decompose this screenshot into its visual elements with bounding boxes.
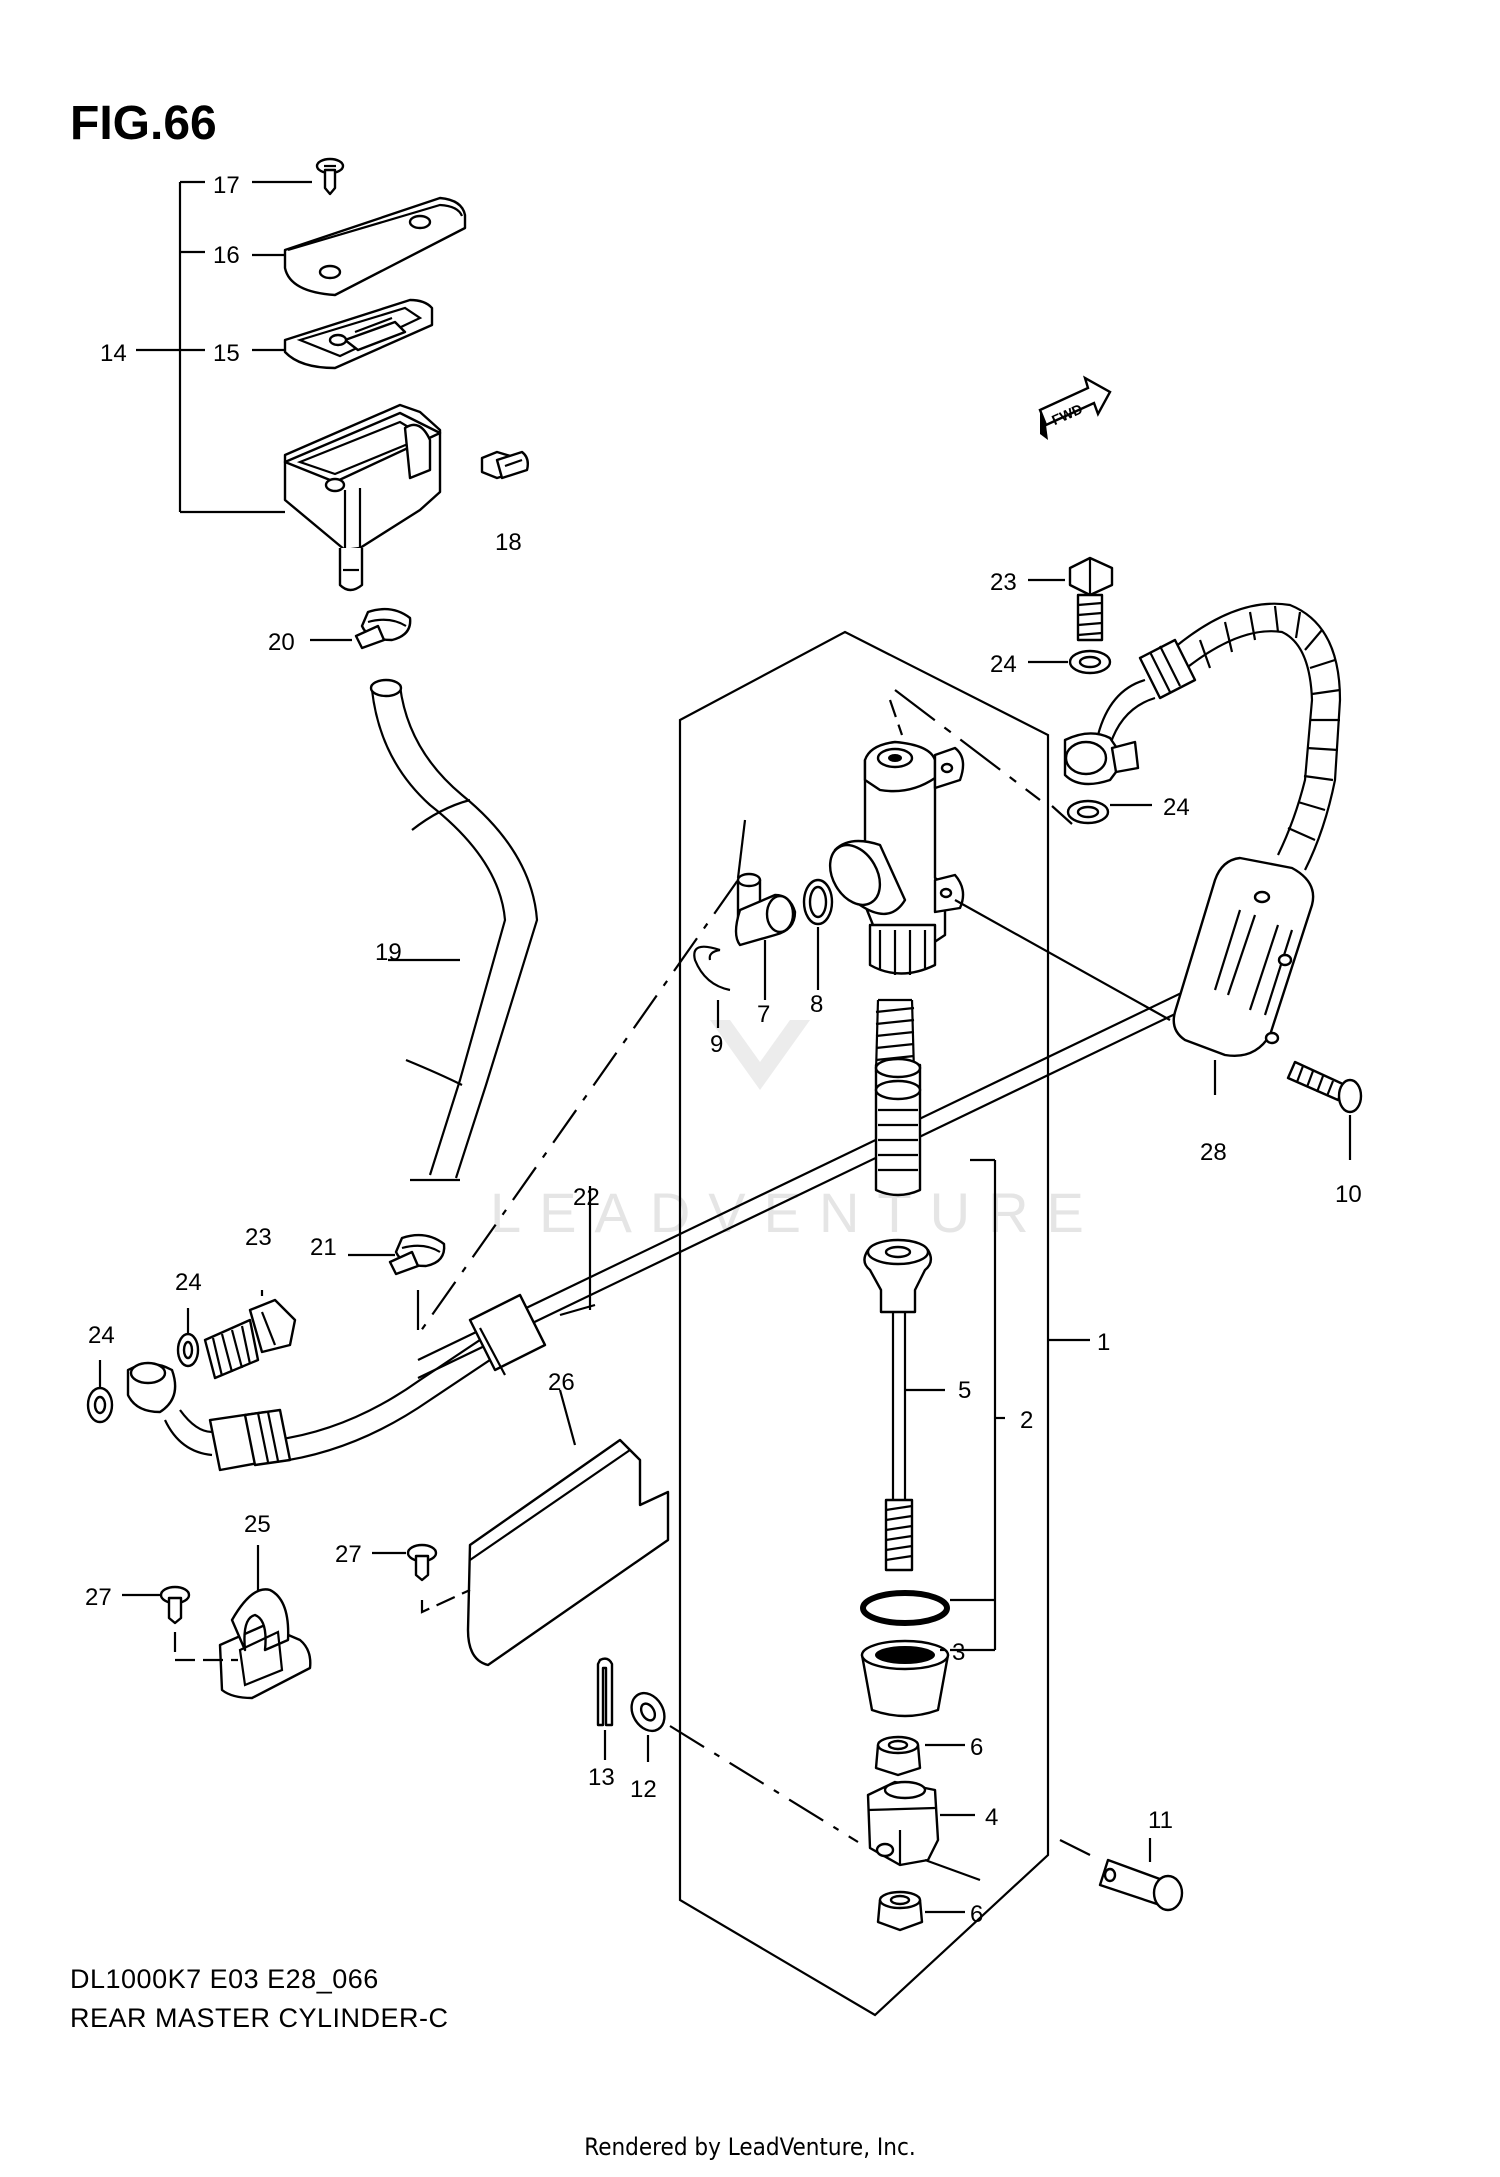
washer-24-right-top (1028, 649, 1112, 675)
callout-20: 20 (268, 629, 295, 656)
render-credit: Rendered by LeadVenture, Inc. (584, 2133, 916, 2161)
callout-21: 21 (310, 1234, 337, 1261)
hose-connector-7 (734, 819, 797, 1000)
callout-12: 12 (630, 1776, 657, 1803)
callout-19: 19 (375, 939, 402, 966)
spring (874, 998, 916, 1074)
callout-13: 13 (588, 1764, 615, 1791)
assembly-leaders (905, 1158, 1090, 1914)
callout-17: 17 (213, 172, 240, 199)
circlip-9 (693, 945, 731, 1028)
callout-26: 26 (548, 1369, 575, 1396)
callout-25: 25 (244, 1511, 271, 1538)
nut-6-bottom (876, 1890, 924, 1932)
callout-4: 4 (985, 1804, 998, 1831)
callout-28: 28 (1200, 1139, 1227, 1166)
diagram-code: DL1000K7 E03 E28_066 (70, 1964, 379, 1994)
clamp-25 (218, 1545, 312, 1700)
callout-10: 10 (1335, 1181, 1362, 1208)
callout-14: 14 (100, 340, 127, 367)
master-cylinder-body (828, 689, 1171, 1021)
pin-11 (1098, 1838, 1184, 1912)
callout-23-left: 23 (245, 1224, 272, 1251)
washer-24-right-bottom (1066, 799, 1152, 825)
brake-hose-right (1051, 602, 1342, 871)
hose-guard-26 (466, 1389, 670, 1667)
callout-15: 15 (213, 340, 240, 367)
washer-12 (630, 1691, 859, 1843)
fwd-arrow-icon: FWD (1038, 375, 1112, 440)
callout-23-right: 23 (990, 569, 1017, 596)
callout-6-top: 6 (970, 1734, 983, 1761)
callout-6-bottom: 6 (970, 1901, 983, 1928)
brake-hose-left (126, 1293, 547, 1472)
push-rod-22 (417, 959, 1251, 1379)
push-rod-5 (863, 1238, 933, 1572)
cotter-pin-13 (596, 1657, 614, 1760)
callout-7: 7 (757, 1001, 770, 1028)
callout-5: 5 (958, 1377, 971, 1404)
callout-24-left-b: 24 (88, 1322, 115, 1349)
assembly-outline (678, 630, 1050, 2017)
o-ring-8 (802, 878, 834, 990)
callout-16: 16 (213, 242, 240, 269)
callout-24-left-a: 24 (175, 1269, 202, 1296)
callout-labels: 17 16 14 15 18 20 19 21 22 23 24 24 26 2… (85, 172, 1362, 1928)
callout-22: 22 (573, 1184, 600, 1211)
reservoir-group (136, 157, 530, 592)
piston (874, 1057, 922, 1197)
bolt-18 (480, 450, 530, 480)
reservoir-hose (369, 678, 539, 1182)
diagram-name: REAR MASTER CYLINDER-C (70, 2003, 449, 2033)
hose-clip-21 (348, 1233, 446, 1276)
bolt-23-right (1028, 556, 1114, 642)
screw-27-clamp (122, 1585, 238, 1662)
callout-2: 2 (1020, 1407, 1033, 1434)
callout-8: 8 (810, 991, 823, 1018)
circlip-2 (860, 1590, 950, 1626)
callout-1: 1 (1097, 1329, 1110, 1356)
callout-3: 3 (952, 1639, 965, 1666)
boot-3 (860, 1639, 950, 1718)
reservoir-body (283, 403, 442, 592)
callout-27-clamp: 27 (85, 1584, 112, 1611)
reservoir-cap (283, 196, 467, 297)
clevis-4 (866, 1780, 1091, 1882)
nut-6-top (874, 1735, 922, 1777)
screw-17 (315, 157, 345, 196)
diaphragm (283, 298, 434, 370)
callout-24-right-b: 24 (1163, 794, 1190, 821)
bolt-10 (1286, 1060, 1363, 1160)
bolt-23-left (203, 1290, 297, 1380)
bracket-28 (1172, 856, 1315, 1095)
callout-18: 18 (495, 529, 522, 556)
washer-24-left (86, 1308, 200, 1424)
screw-27-guard (372, 1543, 471, 1614)
callout-11: 11 (1148, 1807, 1173, 1834)
callout-9: 9 (710, 1031, 723, 1058)
hose-clip-20 (310, 607, 412, 650)
callout-27-guard: 27 (335, 1541, 362, 1568)
figure-title: FIG.66 (70, 97, 217, 150)
callout-24-right-a: 24 (990, 651, 1017, 678)
